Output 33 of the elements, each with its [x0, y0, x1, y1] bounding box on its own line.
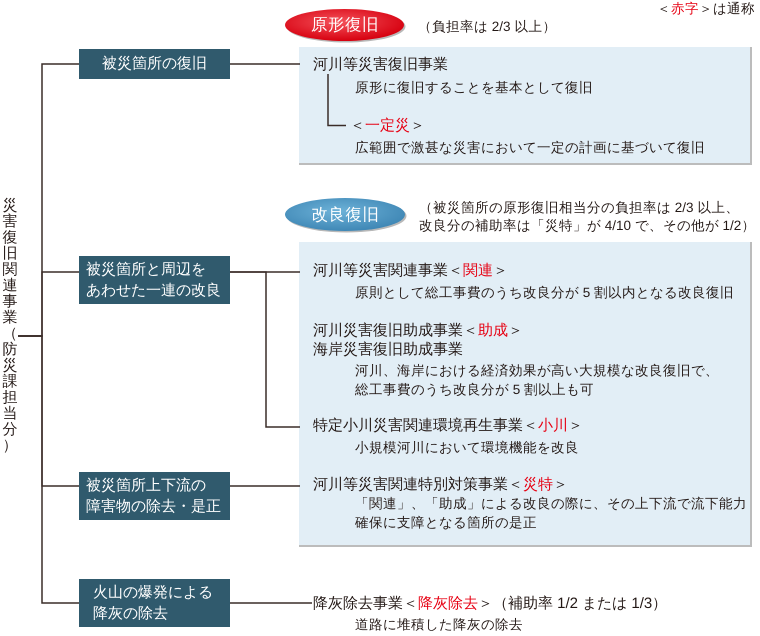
connector-line — [230, 63, 300, 65]
description-text: 広範囲で激甚な災害において一定の計画に基づいて復旧 — [355, 139, 705, 157]
item-heading: 特定小川災害関連環境再生事業＜小川＞ — [313, 416, 583, 435]
item-heading: 河川等災害関連事業＜関連＞ — [313, 261, 508, 280]
category-box: 被災箇所の復旧 — [79, 49, 230, 79]
item-heading: 降灰除去事業＜降灰除去＞（補助率 1/2 または 1/3） — [313, 594, 668, 613]
category-box: 被災箇所と周辺をあわせた一連の改良 — [79, 256, 230, 304]
note-text: ＜赤字＞は通称 — [657, 0, 755, 18]
description-text: 道路に堆積した降灰の除去 — [355, 616, 523, 634]
description-text: 原則として総工事費のうち改良分が 5 割以内となる改良復旧 — [355, 284, 734, 302]
note-text: （負担率は 2/3 以上） — [418, 18, 556, 36]
connector-line — [230, 271, 300, 428]
item-heading: 河川災害復旧助成事業＜助成＞ — [313, 321, 523, 340]
connector-line — [230, 602, 312, 604]
connector-line — [230, 485, 300, 487]
description-text: 「関連」、「助成」による改良の際に、その上下流で流下能力確保に支障となる箇所の是正 — [355, 495, 747, 532]
description-text: 小規模河川において環境機能を改良 — [355, 439, 579, 457]
oval-label: 改良復旧 — [284, 197, 407, 233]
panel — [299, 242, 752, 547]
item-heading: ＜一定災＞ — [350, 116, 425, 135]
category-box: 被災箇所上下流の障害物の除去・是正 — [79, 472, 230, 520]
oval-label: 原形復旧 — [284, 8, 406, 43]
vertical-label: 災害復旧関連事業（防災課担当分） — [2, 198, 18, 454]
item-heading: 河川等災害関連特別対策事業＜災特＞ — [313, 475, 568, 494]
category-box: 火山の爆発による降灰の除去 — [79, 579, 230, 627]
panel — [299, 47, 752, 165]
note-text: （被災箇所の原形復旧相当分の負担率は 2/3 以上、改良分の補助率は「災特」が 4/10 で、その他が 1/2） — [419, 199, 756, 235]
description-text: 原形に復旧することを基本として復旧 — [355, 79, 593, 97]
item-heading: 河川等災害復旧事業 — [313, 55, 448, 74]
description-text: 河川、海岸における経済効果が高い大規模な改良復旧で、総工事費のうち改良分が 5 割以上も可 — [355, 362, 719, 399]
connector-line — [327, 74, 346, 126]
connector-line — [18, 335, 79, 604]
item-heading: 海岸災害復旧助成事業 — [313, 340, 463, 359]
